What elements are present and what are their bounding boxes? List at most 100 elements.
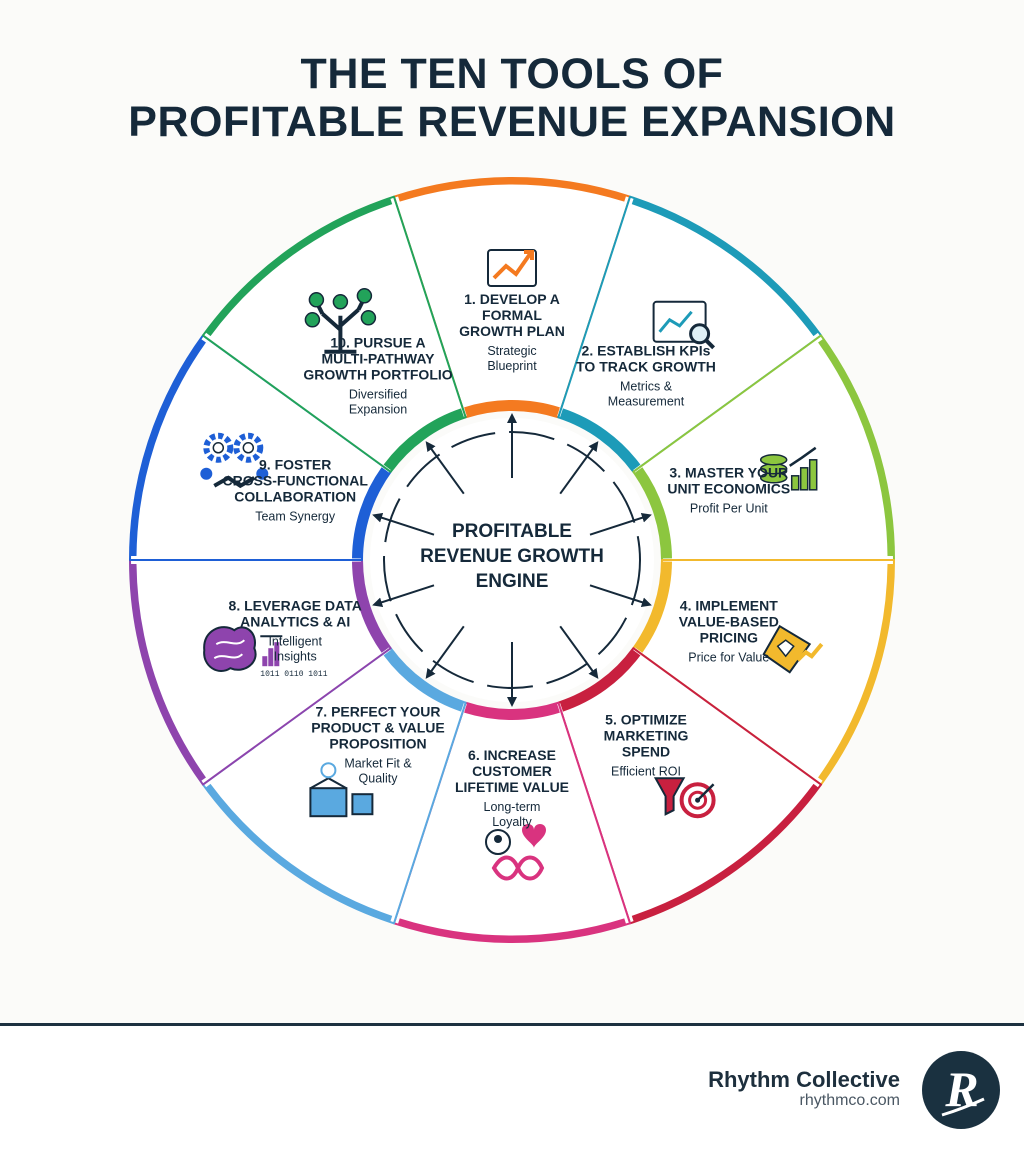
tool-title-line: CROSS-FUNCTIONAL: [222, 473, 368, 489]
funnel-target-icon: [653, 777, 716, 819]
center-label-backdrop: [434, 482, 590, 638]
footer: Rhythm Collective rhythmco.com R: [0, 1026, 1024, 1154]
tool-title-line: MULTI-PATHWAY: [321, 351, 435, 367]
tool-subtitle-line: Insights: [274, 650, 317, 664]
tool-subtitle-line: Strategic: [487, 344, 536, 358]
tool-subtitle-line: Diversified: [349, 388, 407, 402]
tool-title-line: GROWTH PORTFOLIO: [303, 367, 452, 383]
tool-title-line: PRODUCT & VALUE: [311, 720, 445, 736]
segment-outer-band: [204, 197, 393, 337]
tool-title-line: FORMAL: [482, 307, 542, 323]
brain-data-chart-icon: 1011 0110 1011: [203, 626, 328, 679]
tool-title-line: 6. INCREASE: [468, 747, 556, 763]
tool-title-line: 10. PURSUE A: [330, 335, 425, 351]
segment-inner-band: [559, 408, 641, 471]
page-title-line-2: PROFITABLE REVENUE EXPANSION: [128, 98, 896, 146]
diamond-price-tag-icon: [762, 624, 824, 674]
tool-subtitle-line: Profit Per Unit: [690, 502, 768, 516]
tool-title-line: SPEND: [622, 744, 670, 760]
segment-inner-band: [464, 703, 560, 721]
segment-outer-band: [631, 783, 820, 923]
segment-inner-band: [352, 561, 390, 653]
kpi-dashboard-magnifier-icon: [652, 300, 716, 350]
tool-title-line: COLLABORATION: [234, 489, 356, 505]
tool-title-line: TO TRACK GROWTH: [576, 359, 716, 375]
tool-segment-8: 1011 0110 1011 8. LEVERAGE DATAANALYTICS …: [129, 559, 392, 786]
binary-code-label: 1011 0110 1011: [260, 670, 327, 679]
segment-inner-band: [634, 561, 672, 653]
rhythm-collective-logo-icon: R: [922, 1051, 1000, 1129]
tool-title-line: 9. FOSTER: [259, 457, 331, 473]
footer-divider: [0, 1023, 1024, 1026]
tool-title-line: 2. ESTABLISH KPIs: [582, 343, 711, 359]
tool-subtitle-line: Blueprint: [487, 359, 537, 373]
tool-title-line: CUSTOMER: [472, 763, 552, 779]
product-box-puzzle-icon: [309, 762, 374, 818]
tool-title-line: 1. DEVELOP A: [464, 291, 560, 307]
segment-inner-band: [383, 649, 465, 712]
segment-outer-band: [818, 563, 895, 782]
customer-heart-infinity-icon: [485, 824, 546, 881]
center-arrow: [425, 625, 465, 679]
segment-outer-band: [204, 783, 393, 923]
segment-outer-band: [129, 338, 206, 557]
center-arrow: [589, 584, 652, 608]
tool-subtitle-line: Quality: [359, 772, 399, 786]
tool-title-line: PRICING: [700, 630, 758, 646]
page-title-line-1: THE TEN TOOLS OF: [300, 50, 724, 98]
brand-name: Rhythm Collective: [708, 1067, 900, 1092]
segment-inner-band: [352, 467, 390, 559]
segment-inner-band: [464, 399, 560, 417]
segment-outer-band: [631, 197, 820, 337]
tool-subtitle-line: Market Fit &: [344, 757, 412, 771]
center-arrow: [589, 512, 652, 536]
center-label-line: REVENUE GROWTH: [420, 546, 604, 567]
tool-title-line: UNIT ECONOMICS: [667, 481, 790, 497]
page-title: THE TEN TOOLS OF PROFITABLE REVENUE EXPA…: [0, 50, 1024, 146]
tool-subtitle-line: Expansion: [349, 403, 407, 417]
segment-inner-band: [634, 467, 672, 559]
gears-handshake-team-icon: [200, 432, 269, 489]
tool-subtitle-line: Loyalty: [492, 815, 532, 829]
tool-subtitle-line: Team Synergy: [255, 510, 336, 524]
center-arrow: [559, 625, 599, 679]
tool-title-line: PROPOSITION: [329, 736, 426, 752]
tool-subtitle-line: Price for Value: [688, 651, 769, 665]
tool-title-line: VALUE-BASED: [679, 614, 779, 630]
center-label-line: ENGINE: [476, 571, 549, 592]
center-arrow: [559, 441, 599, 495]
tree-portfolio-icon: [304, 288, 377, 354]
segment-outer-band: [129, 563, 206, 782]
tool-title-line: 4. IMPLEMENT: [680, 598, 778, 614]
tool-title-line: MARKETING: [604, 728, 689, 744]
tool-title-line: 8. LEVERAGE DATA: [229, 598, 362, 614]
tool-title-line: LIFETIME VALUE: [455, 779, 569, 795]
segment-outer-band: [397, 918, 627, 943]
coins-bar-chart-icon: [759, 446, 818, 491]
segment-outer-band: [397, 177, 627, 202]
center-label-line: PROFITABLE: [452, 521, 572, 542]
brand-url: rhythmco.com: [799, 1092, 900, 1109]
segment-inner-band: [383, 408, 465, 471]
tool-subtitle-line: Measurement: [608, 395, 685, 409]
tool-title-line: GROWTH PLAN: [459, 323, 565, 339]
tool-subtitle-line: Metrics &: [620, 380, 673, 394]
tool-title-line: 3. MASTER YOUR: [669, 465, 788, 481]
tool-title-line: ANALYTICS & AI: [240, 614, 350, 630]
segment-outer-band: [818, 338, 895, 557]
tool-subtitle-line: Efficient ROI: [611, 765, 681, 779]
tool-title-line: 5. OPTIMIZE: [605, 712, 687, 728]
center-arrow: [372, 584, 435, 608]
segment-inner-band: [559, 649, 641, 712]
center-arrow: [425, 441, 465, 495]
